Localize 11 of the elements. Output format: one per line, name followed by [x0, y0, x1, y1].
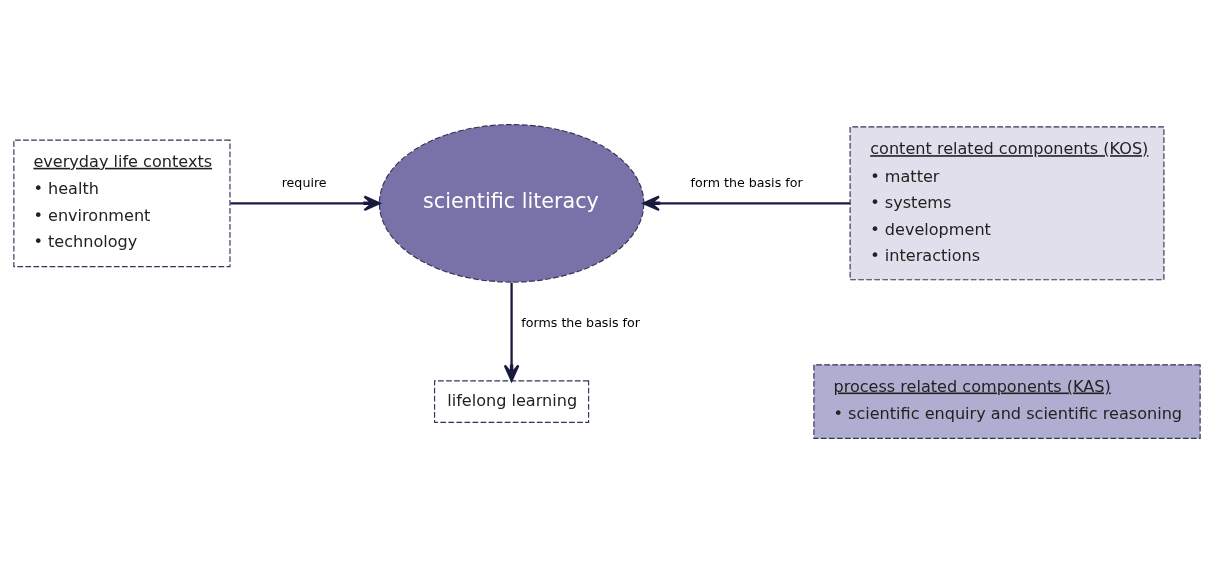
- edge-label: require: [281, 174, 327, 190]
- node-ellipse: scientific literacy: [378, 123, 645, 283]
- node-box: content related components (KOS) • matter • systems • development • interactions: [849, 125, 1165, 280]
- edge-label: forms the basis for: [521, 314, 640, 330]
- arrow: [642, 194, 850, 211]
- node-box: process related components (KAS) • scientific enquiry and scientific reasoning: [813, 363, 1201, 439]
- edge-label: form the basis for: [690, 174, 803, 190]
- arrow: [503, 282, 520, 382]
- node-box: everyday life contexts • health • environment • technology: [13, 139, 231, 267]
- arrow: [230, 194, 381, 211]
- node-box: lifelong learning: [434, 379, 590, 423]
